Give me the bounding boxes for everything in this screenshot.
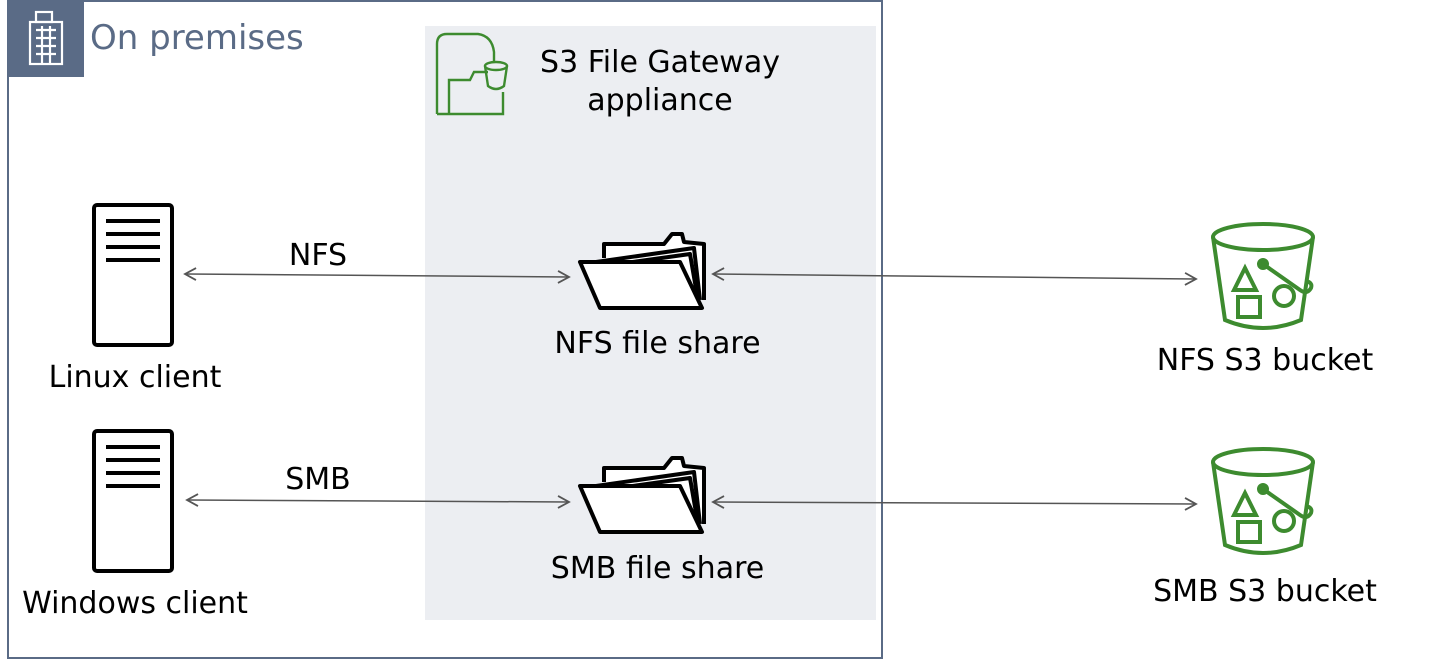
folder-icon [578, 456, 706, 534]
nfs-share-to-bucket-arrow [711, 267, 1198, 286]
on-premises-region [7, 0, 883, 659]
nfs-file-share-label: NFS file share [554, 326, 761, 361]
gateway-title: S3 File Gateway appliance [530, 44, 790, 120]
nfs-bucket-label: NFS S3 bucket [1156, 343, 1374, 378]
s3-bucket-icon [1211, 447, 1315, 555]
region-title: On premises [90, 18, 304, 58]
nfs-client-to-share-arrow [183, 267, 571, 284]
server-icon [92, 203, 174, 347]
office-building-icon [8, 1, 84, 77]
smb-client-to-share-arrow [185, 493, 571, 509]
linux-client-label: Linux client [48, 360, 222, 395]
smb-protocol-label: SMB [285, 462, 351, 497]
s3-bucket-icon [1211, 222, 1315, 330]
folder-icon [578, 232, 706, 310]
gateway-title-line1: S3 File Gateway [540, 45, 780, 80]
file-gateway-icon [435, 32, 509, 116]
smb-bucket-label: SMB S3 bucket [1153, 574, 1377, 609]
smb-share-to-bucket-arrow [711, 495, 1198, 511]
gateway-title-line2: appliance [587, 83, 733, 118]
server-icon [92, 429, 174, 573]
nfs-protocol-label: NFS [288, 238, 348, 273]
smb-file-share-label: SMB file share [550, 551, 765, 586]
windows-client-label: Windows client [22, 586, 248, 621]
